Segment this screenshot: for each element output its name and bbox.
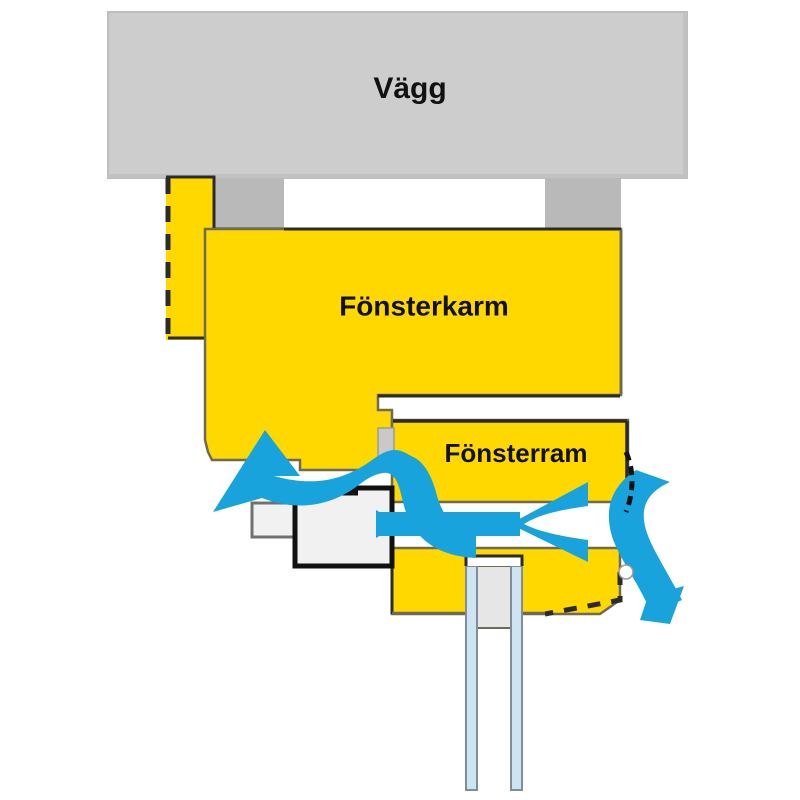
hinge-hardware-body: [292, 485, 395, 569]
sash-stay-bar-icon: [623, 450, 635, 513]
glazing-unit-core: [475, 565, 513, 629]
wall-group: [107, 11, 688, 179]
glazing-pane-inner: [510, 565, 523, 791]
glazing-pane-outer: [465, 565, 478, 791]
window-sash-group: [377, 418, 630, 504]
label-wall: Vägg: [373, 72, 446, 105]
wall-jamb-right: [545, 178, 621, 228]
sash-roller-pin-icon: [618, 564, 634, 580]
inlet-curve-right: [608, 470, 682, 614]
upper-outflow-arrow: [213, 430, 432, 512]
lower-inflow-arrow: [510, 482, 588, 562]
label-window-sash: Fönsterram: [444, 438, 587, 468]
window-sash-lower-group: [390, 546, 623, 791]
inlet-curve-right-lower-tail: [640, 586, 684, 624]
airflow-group: [213, 430, 684, 624]
frame-outer-strip-top-edge: [166, 175, 216, 228]
wall-edge-shadow-bottom: [108, 174, 687, 178]
lower-inflow-tail-tip: [376, 510, 400, 538]
window-sash-lower-dashed-edge: [544, 572, 623, 617]
label-window-frame: Fönsterkarm: [339, 290, 509, 321]
wall-jamb-left: [205, 178, 284, 228]
wall-body: [107, 11, 688, 179]
wall-jamb-group: [203, 178, 621, 231]
wall-edge-shadow-right: [683, 12, 687, 178]
glazing-bead-cap: [464, 554, 524, 566]
lower-inflow-tail: [380, 512, 520, 536]
